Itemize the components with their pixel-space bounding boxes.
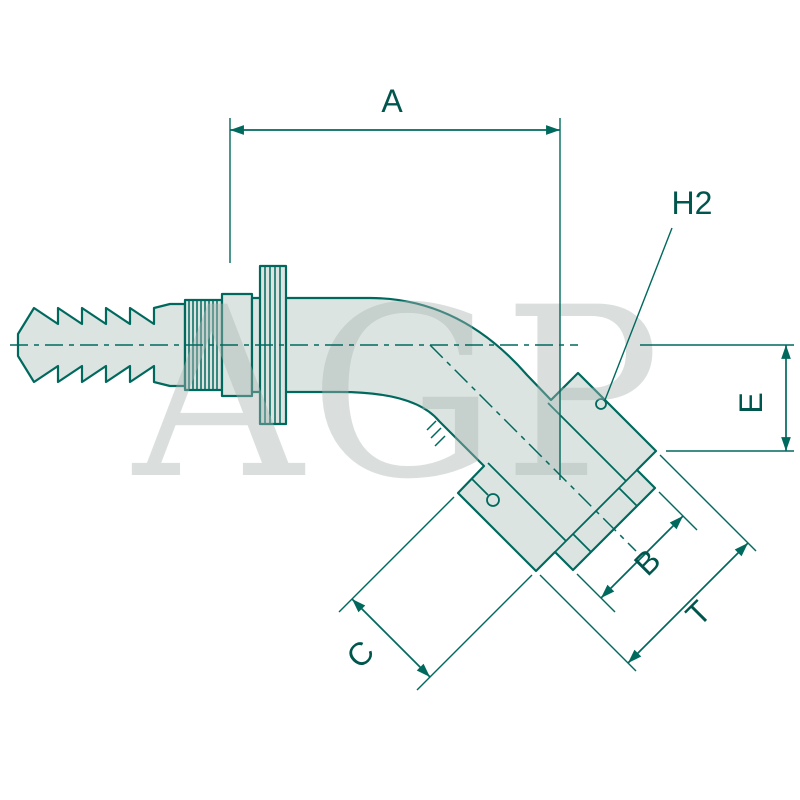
retaining-pin-detail (486, 493, 500, 507)
callout-h2: H2 (604, 185, 713, 401)
dim-c-ext-1 (338, 496, 455, 613)
retaining-pin-line (471, 478, 489, 496)
centerlines (10, 344, 637, 552)
dim-a-label: A (381, 83, 403, 119)
dim-t-ext-1 (659, 454, 757, 552)
elbow-body-and-nut (250, 296, 658, 573)
angled-axis-centerline (429, 344, 637, 552)
dimension-t: T (539, 454, 757, 672)
dimension-e: E (640, 344, 794, 452)
dim-t-ext-2 (539, 574, 637, 672)
dim-b-ext-2 (576, 573, 616, 613)
cone-seat-edges (572, 487, 638, 553)
dim-c-label: C (339, 633, 381, 675)
dim-t-line (627, 542, 749, 664)
dim-t-label: T (679, 594, 718, 633)
nut-face-dot (595, 398, 607, 410)
h2-leader-line (604, 227, 673, 401)
dim-e-label: E (733, 392, 769, 413)
dim-b-ext-1 (658, 491, 698, 531)
h2-label: H2 (672, 185, 713, 221)
body-stamp-marks (426, 420, 446, 447)
watermark: AGP (131, 258, 667, 531)
dim-c-line (351, 598, 431, 678)
dimension-a: A (229, 83, 561, 480)
dim-c-ext-2 (416, 574, 533, 691)
